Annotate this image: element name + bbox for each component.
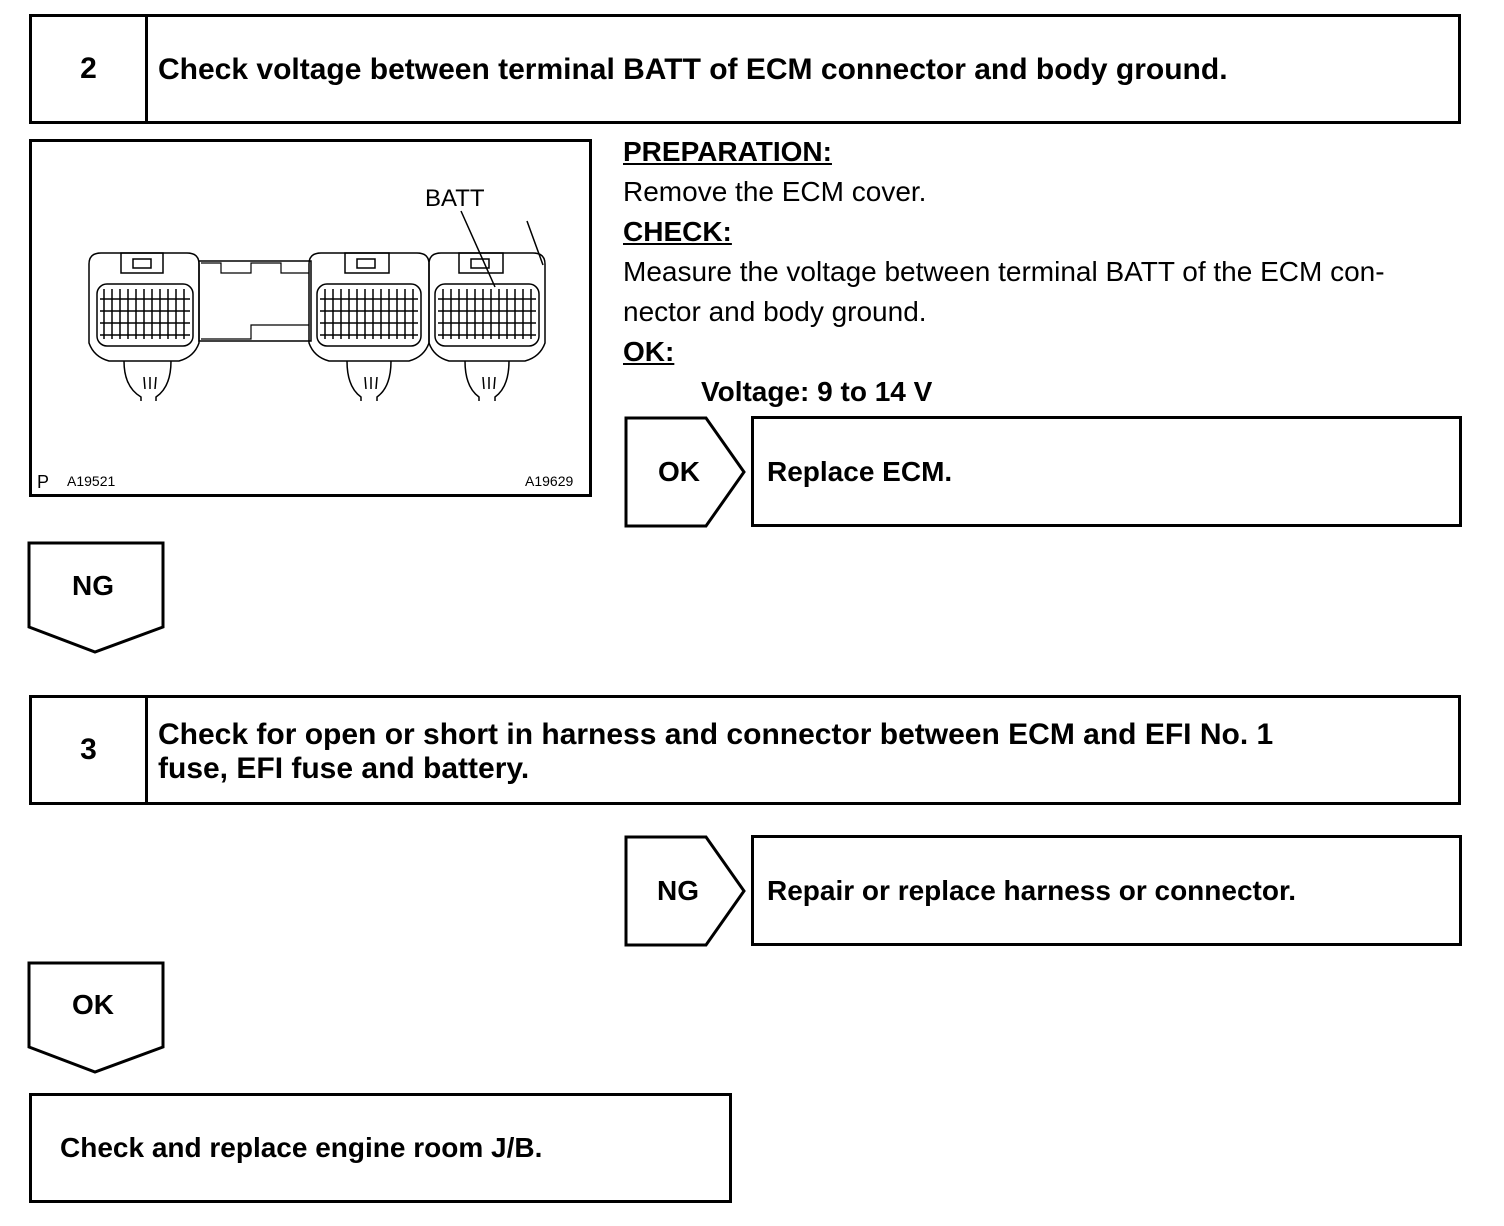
- ecm-connector-illustration: BATT P A19521 A19629: [29, 139, 592, 497]
- step-title-line1: Check for open or short in harness and c…: [158, 718, 1274, 751]
- ok-branch-arrow: OK: [27, 961, 167, 1075]
- step-2-header: 2 Check voltage between terminal BATT of…: [29, 14, 1461, 124]
- check-heading: CHECK:: [623, 216, 732, 247]
- step-3-header: 3 Check for open or short in harness and…: [29, 695, 1461, 805]
- figure-ref-right: A19629: [525, 473, 573, 489]
- ok-spec: Voltage: 9 to 14 V: [701, 376, 933, 407]
- replace-ecm-result: Replace ECM.: [751, 416, 1462, 527]
- ng-tag: NG: [72, 570, 114, 601]
- connector-figure: BATT P A19521 A19629: [29, 139, 592, 497]
- final-action-box: Check and replace engine room J/B.: [29, 1093, 732, 1203]
- ok-heading: OK:: [623, 336, 675, 367]
- ng-branch-arrow: NG: [27, 541, 167, 655]
- repair-harness-result: Repair or replace harness or connector.: [751, 835, 1462, 946]
- ok-branch-arrow: OK: [624, 416, 748, 528]
- ok-tag: OK: [72, 989, 114, 1020]
- ng-branch-arrow: NG: [624, 835, 748, 947]
- preparation-text: Remove the ECM cover.: [623, 176, 927, 207]
- step-title: Check voltage between terminal BATT of E…: [158, 53, 1228, 86]
- step-title-line2: fuse, EFI fuse and battery.: [158, 752, 530, 785]
- figure-ref-left: A19521: [67, 473, 115, 489]
- batt-terminal-label: BATT: [425, 185, 485, 212]
- ng-tag: NG: [657, 875, 699, 906]
- check-text-line2: nector and body ground.: [623, 296, 927, 327]
- step-number: 2: [32, 17, 148, 121]
- ok-tag: OK: [658, 456, 700, 487]
- preparation-heading: PREPARATION:: [623, 136, 832, 167]
- figure-prefix: P: [37, 472, 49, 492]
- step-number: 3: [32, 698, 148, 802]
- check-text-line1: Measure the voltage between terminal BAT…: [623, 256, 1385, 287]
